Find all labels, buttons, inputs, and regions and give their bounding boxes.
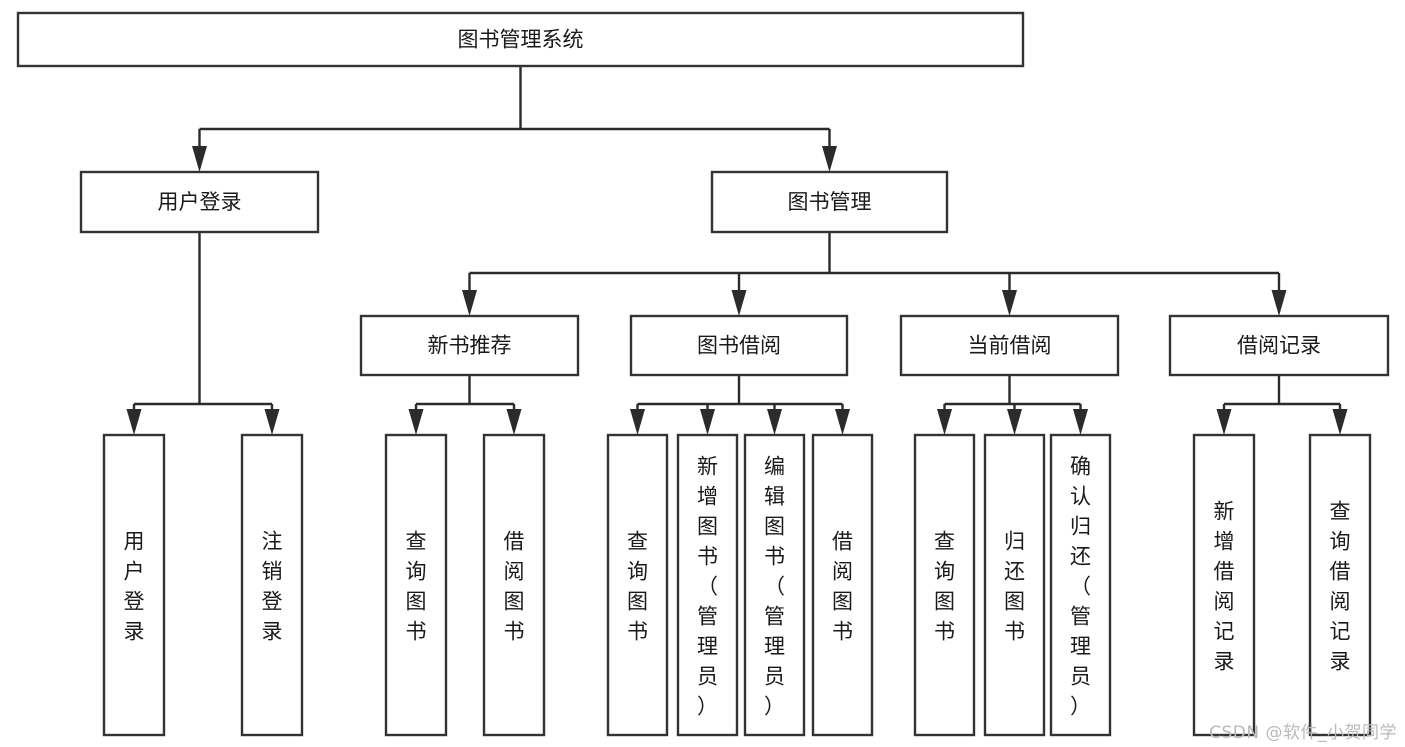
node-layer: 图书管理系统用户登录图书管理新书推荐图书借阅当前借阅借阅记录用户登录注销登录查询… — [16, 11, 1390, 737]
node-box[interactable] — [102, 433, 166, 737]
node-leaf-user-logout[interactable]: 注销登录 — [240, 433, 304, 737]
node-leaf-bb-query-book[interactable]: 查询图书 — [606, 433, 669, 737]
node-box[interactable] — [1308, 433, 1372, 737]
node-leaf-user-login[interactable]: 用户登录 — [102, 433, 166, 737]
node-box[interactable] — [743, 433, 806, 737]
node-box[interactable] — [710, 170, 949, 234]
node-label: 当前借阅 — [968, 334, 1052, 358]
node-leaf-cb-confirm-return[interactable]: 确认归还（管理员） — [1049, 433, 1112, 737]
node-label: 注销登录 — [262, 529, 283, 643]
node-leaf-bb-borrow-book[interactable]: 借阅图书 — [811, 433, 874, 737]
node-box[interactable] — [629, 314, 849, 377]
node-leaf-rec-borrow-book[interactable]: 借阅图书 — [482, 433, 546, 737]
node-box[interactable] — [359, 314, 580, 377]
arrow-head-icon — [731, 290, 747, 316]
connector-group — [192, 66, 837, 172]
node-label: 用户登录 — [158, 190, 242, 214]
node-box[interactable] — [676, 433, 739, 737]
node-label: 确认归还（管理员） — [1070, 454, 1091, 718]
connector-group — [937, 375, 1088, 435]
csdn-watermark: CSDN @软件_小贺同学 — [1209, 723, 1397, 743]
node-label: 用户登录 — [124, 529, 145, 643]
arrow-head-icon — [937, 409, 952, 435]
node-box[interactable] — [913, 433, 976, 737]
node-box[interactable] — [983, 433, 1046, 737]
arrow-head-icon — [192, 146, 207, 172]
node-label: 图书借阅 — [697, 334, 781, 358]
node-box[interactable] — [240, 433, 304, 737]
node-label: 查询图书 — [934, 529, 955, 643]
node-box[interactable] — [606, 433, 669, 737]
node-leaf-bb-edit-book[interactable]: 编辑图书（管理员） — [743, 433, 806, 737]
node-box[interactable] — [899, 314, 1120, 377]
node-box[interactable] — [1049, 433, 1112, 737]
node-label: 新增借阅记录 — [1214, 499, 1235, 673]
node-box[interactable] — [811, 433, 874, 737]
arrow-head-icon — [835, 409, 850, 435]
node-box[interactable] — [16, 11, 1025, 68]
arrow-head-icon — [822, 146, 837, 172]
arrow-head-icon — [462, 290, 477, 316]
node-box[interactable] — [1192, 433, 1256, 737]
connector-layer — [126, 66, 1348, 435]
arrow-head-icon — [1007, 409, 1022, 435]
connector-group — [462, 232, 1287, 316]
arrow-head-icon — [1002, 290, 1017, 316]
node-book-borrow[interactable]: 图书借阅 — [629, 314, 849, 377]
node-label: 新增图书（管理员） — [697, 454, 718, 718]
connector-group — [630, 375, 850, 435]
node-new-book-rec[interactable]: 新书推荐 — [359, 314, 580, 377]
node-leaf-br-query-record[interactable]: 查询借阅记录 — [1308, 433, 1372, 737]
node-box[interactable] — [1168, 314, 1390, 377]
node-label: 图书管理系统 — [458, 28, 584, 52]
connector-group — [126, 232, 280, 435]
arrow-head-icon — [1073, 409, 1088, 435]
node-leaf-br-add-record[interactable]: 新增借阅记录 — [1192, 433, 1256, 737]
connector-group — [1216, 375, 1348, 435]
node-label: 编辑图书（管理员） — [764, 454, 785, 718]
connector-group — [408, 375, 522, 435]
node-borrow-record[interactable]: 借阅记录 — [1168, 314, 1390, 377]
node-user-login[interactable]: 用户登录 — [79, 170, 320, 234]
node-label: 借阅图书 — [504, 529, 525, 643]
node-box[interactable] — [482, 433, 546, 737]
node-label: 查询借阅记录 — [1330, 499, 1351, 673]
node-leaf-cb-return-book[interactable]: 归还图书 — [983, 433, 1046, 737]
arrow-head-icon — [630, 409, 645, 435]
node-label: 归还图书 — [1004, 529, 1025, 643]
arrow-head-icon — [1216, 409, 1232, 435]
node-leaf-cb-query-book[interactable]: 查询图书 — [913, 433, 976, 737]
arrow-head-icon — [700, 409, 715, 435]
arrow-head-icon — [1332, 409, 1348, 435]
node-label: 查询图书 — [406, 529, 427, 643]
node-leaf-bb-add-book[interactable]: 新增图书（管理员） — [676, 433, 739, 737]
node-leaf-rec-query-book[interactable]: 查询图书 — [384, 433, 448, 737]
node-label: 借阅记录 — [1237, 334, 1321, 358]
arrow-head-icon — [1271, 290, 1287, 316]
node-box[interactable] — [79, 170, 320, 234]
arrow-head-icon — [264, 409, 280, 435]
arrow-head-icon — [408, 409, 424, 435]
arrow-head-icon — [506, 409, 522, 435]
node-book-manage[interactable]: 图书管理 — [710, 170, 949, 234]
node-box[interactable] — [384, 433, 448, 737]
node-label: 新书推荐 — [428, 334, 512, 358]
node-root[interactable]: 图书管理系统 — [16, 11, 1025, 68]
arrow-head-icon — [126, 409, 142, 435]
arrow-head-icon — [767, 409, 782, 435]
node-label: 借阅图书 — [832, 529, 853, 643]
node-current-borrow[interactable]: 当前借阅 — [899, 314, 1120, 377]
node-label: 查询图书 — [627, 529, 648, 643]
node-label: 图书管理 — [788, 190, 872, 214]
